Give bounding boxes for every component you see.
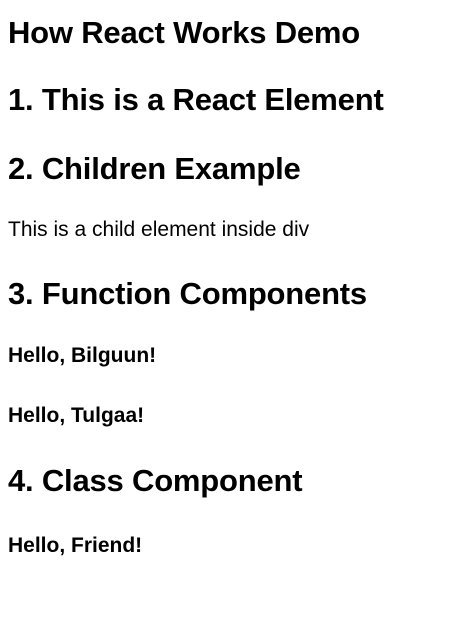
page-title: How React Works Demo bbox=[8, 15, 361, 50]
greeting-tulgaa: Hello, Tulgaa! bbox=[8, 404, 145, 427]
children-example-heading: 2. Children Example bbox=[8, 151, 301, 186]
function-components-heading: 3. Function Components bbox=[8, 276, 367, 311]
greeting-bilguun: Hello, Bilguun! bbox=[8, 344, 157, 367]
react-element-heading: 1. This is a React Element bbox=[8, 82, 384, 117]
child-element-text: This is a child element inside div bbox=[8, 218, 310, 241]
greeting-friend: Hello, Friend! bbox=[8, 534, 143, 557]
class-component-heading: 4. Class Component bbox=[8, 463, 303, 498]
